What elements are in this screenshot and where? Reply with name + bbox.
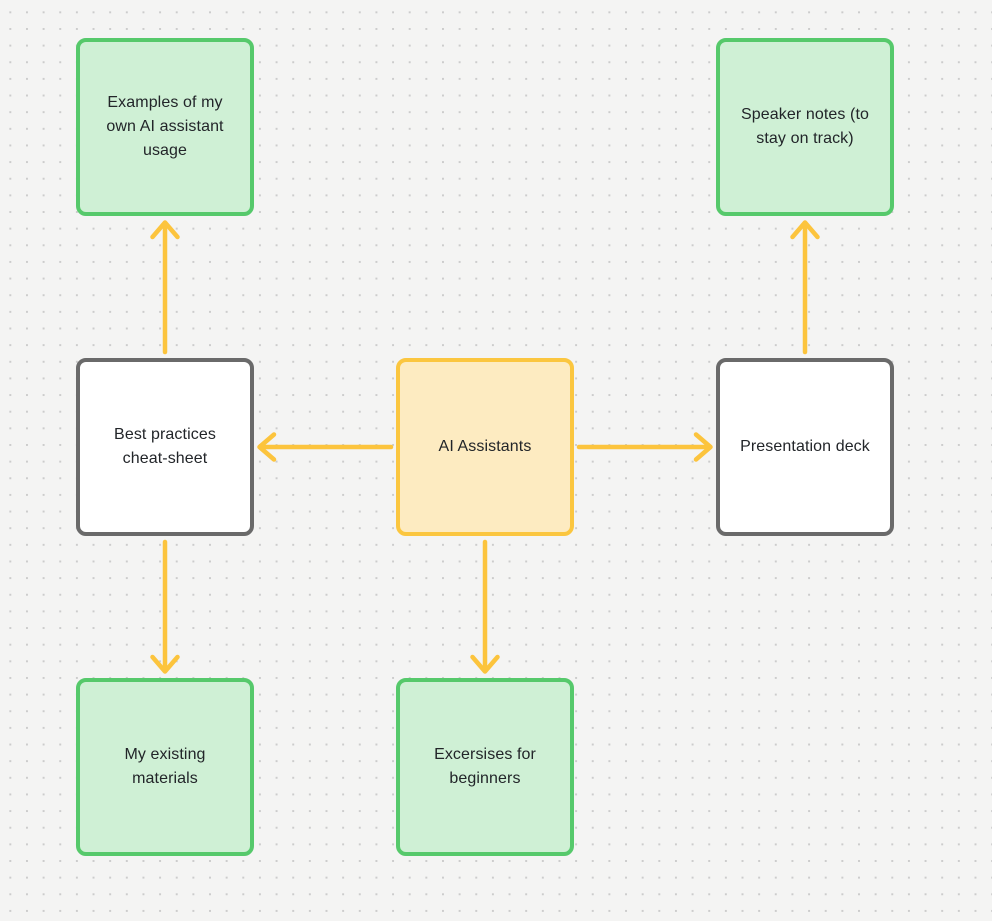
arrowhead-up-icon <box>150 220 180 240</box>
connector-ai-to-exercises[interactable] <box>470 539 500 674</box>
arrowhead-down-icon <box>150 654 180 674</box>
shape-presentation-deck[interactable]: Presentation deck <box>716 358 894 536</box>
connector-presentation-deck-to-speaker-notes[interactable] <box>790 220 820 355</box>
shape-ai-assistants[interactable]: AI Assistants <box>396 358 574 536</box>
arrowhead-left-icon <box>257 432 277 462</box>
shape-label: AI Assistants <box>438 438 532 455</box>
arrowhead-down-icon <box>470 654 500 674</box>
connector-best-practices-to-existing-materials[interactable] <box>150 539 180 674</box>
connector-ai-to-presentation-deck[interactable] <box>576 432 713 462</box>
shape-label: Presentation deck <box>740 438 870 455</box>
connector-best-practices-to-examples[interactable] <box>150 220 180 355</box>
shape-existing-materials[interactable]: My existing materials <box>76 678 254 856</box>
shape-exercises[interactable]: Excersises for beginners <box>396 678 574 856</box>
arrowhead-right-icon <box>693 432 713 462</box>
shape-best-practices[interactable]: Best practices cheat-sheet <box>76 358 254 536</box>
shape-speaker-notes[interactable]: Speaker notes (to stay on track) <box>716 38 894 216</box>
shape-label: Best practices cheat-sheet <box>114 426 216 467</box>
shape-label: Examples of my own AI assistant usage <box>106 94 224 159</box>
shape-label: My existing materials <box>124 746 206 787</box>
shape-label: Excersises for beginners <box>434 746 536 787</box>
arrowhead-up-icon <box>790 220 820 240</box>
shape-examples-of-usage[interactable]: Examples of my own AI assistant usage <box>76 38 254 216</box>
shape-label: Speaker notes (to stay on track) <box>741 106 869 147</box>
connector-ai-to-best-practices[interactable] <box>257 432 394 462</box>
